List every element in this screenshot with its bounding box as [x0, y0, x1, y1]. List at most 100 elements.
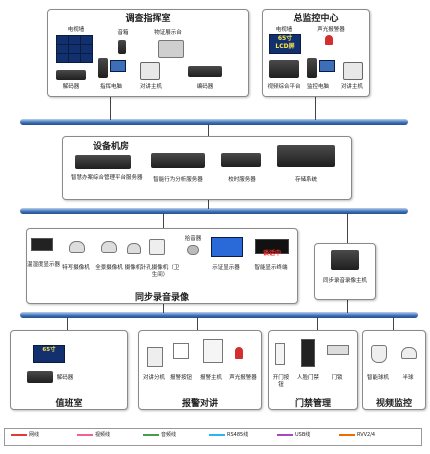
recording-panel: 温湿度显示器 特写摄像机 全景摄像机 摄像机 针孔摄像机（卫生间） 拾音器 示证… [26, 228, 298, 304]
connector-access [317, 317, 318, 330]
mc-alarm-label: 声光报警器 [317, 27, 345, 33]
video-monitor-panel: 智能球机 半球 视频监控 [362, 330, 426, 410]
mc-lcd-screen: 65寸 LCD屏 [269, 34, 301, 54]
connector-equip-bottom [208, 198, 209, 209]
alarm-button-label: 报警按钮 [169, 375, 192, 381]
monitor-center-title: 总监控中心 [293, 14, 339, 24]
camera-label: 摄像机 [124, 265, 142, 271]
analysis-server-icon [151, 153, 205, 168]
evidence-stand-icon [158, 40, 184, 58]
mc-tv-wall-label: 电视墙 [275, 27, 293, 33]
storage-label: 存储系统 [294, 177, 317, 183]
closeup-camera-icon [69, 241, 85, 253]
tv-wall-icon [56, 35, 93, 63]
case-server-label: 智慧办案综合管理平台服务器 [71, 175, 143, 181]
duty-room-panel: 65寸 解码器 值班室 [10, 330, 128, 410]
alarm-intercom-panel: 对讲分机 报警按钮 报警主机 声光报警器 报警对讲 [138, 330, 262, 410]
pinhole-camera-icon [149, 239, 165, 255]
connector-video [393, 317, 394, 330]
face-access-label: 人脸门禁 [296, 375, 319, 381]
siren-label: 声光报警器 [229, 375, 257, 381]
analysis-server-label: 智能行为分析服务器 [153, 177, 203, 183]
thermo-display-icon [31, 238, 53, 251]
mic-icon [187, 245, 199, 255]
network-bus-1 [20, 119, 408, 125]
decoder-label: 解码器 [62, 84, 80, 90]
tv-wall-label: 电视墙 [67, 27, 85, 33]
door-lock-icon [327, 345, 349, 355]
alarm-button-icon [173, 343, 189, 359]
alarm-intercom-title: 报警对讲 [181, 399, 218, 409]
evidence-display-label: 示证显示器 [212, 265, 240, 271]
video-monitor-title: 视频监控 [375, 399, 412, 409]
decoder-icon [56, 70, 86, 80]
dome-camera-label: 半球 [402, 375, 414, 381]
connector-sync-down [347, 298, 348, 313]
time-server-label: 校时服务器 [228, 177, 256, 183]
case-server-icon [75, 155, 131, 169]
mc-pc-icon [307, 58, 335, 80]
network-bus-2 [20, 208, 408, 214]
alarm-host-label: 报警主机 [199, 375, 222, 381]
command-pc-icon [98, 58, 126, 80]
duty-room-title: 值班室 [55, 399, 83, 409]
speaker-icon [118, 40, 126, 54]
ptz-camera-label: 智能球机 [366, 375, 389, 381]
storage-icon [277, 145, 335, 167]
monitor-center-panel: 总监控中心 电视墙 65寸 LCD屏 声光报警器 视频综合平台 监控电脑 对讲主… [262, 9, 370, 97]
sync-host-icon [331, 250, 359, 270]
mc-intercom-label: 对讲主机 [340, 84, 363, 90]
smart-terminal-display: 谈话中 [255, 239, 289, 257]
connector-monitor-center [315, 96, 316, 120]
encoder-icon [188, 66, 222, 77]
connector-duty [67, 317, 68, 330]
mic-label: 拾音器 [184, 236, 202, 242]
sync-host-panel: 同步录音录像主机 [314, 243, 376, 300]
connector-recording-down [163, 302, 164, 313]
connector-equip-top [208, 124, 209, 136]
connector-recording [163, 213, 164, 228]
smart-terminal-text: 谈话中 [262, 250, 281, 257]
pinhole-camera-label: 针孔摄像机（卫生间） [140, 265, 180, 278]
legend: 网线 视频线 音频线 RS485线 USB线 RVV2/4 [4, 428, 422, 446]
intercom-host-icon [140, 62, 160, 80]
siren-icon [235, 347, 243, 359]
intercom-ext-label: 对讲分机 [142, 375, 165, 381]
evidence-display-icon [211, 237, 243, 257]
sync-host-label: 同步录音录像主机 [322, 278, 367, 284]
intercom-ext-icon [147, 347, 163, 367]
ptz-camera-icon [371, 345, 387, 363]
evidence-stand-label: 物证展示台 [154, 30, 182, 36]
network-bus-3 [20, 312, 418, 318]
mc-lcd-type: LCD屏 [275, 43, 295, 50]
alarm-host-icon [203, 339, 223, 363]
open-button-label: 开门按钮 [272, 375, 290, 388]
command-pc-label: 指挥电脑 [99, 84, 122, 90]
equipment-room-title: 设备机房 [93, 142, 130, 152]
access-control-title: 门禁管理 [294, 399, 331, 409]
closeup-camera-label: 特写摄像机 [62, 265, 90, 271]
duty-decoder-icon [27, 371, 53, 383]
open-button-icon [275, 343, 285, 365]
time-server-icon [221, 153, 261, 167]
command-room-panel: 调查指挥室 电视墙 解码器 音箱 指挥电脑 物证展示台 对讲主机 编码器 [47, 9, 249, 97]
speaker-label: 音箱 [117, 30, 129, 36]
video-platform-icon [269, 60, 299, 78]
dome-camera-icon [401, 347, 417, 359]
panorama-camera-label: 全景摄像机 [95, 265, 123, 271]
duty-lcd-size: 65寸 [42, 347, 56, 353]
duty-lcd-screen: 65寸 [33, 345, 65, 363]
mc-pc-label: 监控电脑 [306, 84, 329, 90]
encoder-label: 编码器 [196, 84, 214, 90]
camera-icon [127, 243, 141, 254]
connector-alarm [197, 317, 198, 330]
command-room-title: 调查指挥室 [125, 14, 171, 24]
mc-intercom-icon [343, 62, 363, 80]
recording-title: 同步录音录像 [134, 293, 189, 303]
connector-sync-host [347, 213, 348, 243]
door-lock-label: 门锁 [331, 375, 343, 381]
panorama-camera-icon [101, 241, 117, 253]
video-platform-label: 视频综合平台 [267, 84, 301, 90]
connector-command-room [110, 96, 111, 120]
face-access-icon [301, 339, 315, 367]
